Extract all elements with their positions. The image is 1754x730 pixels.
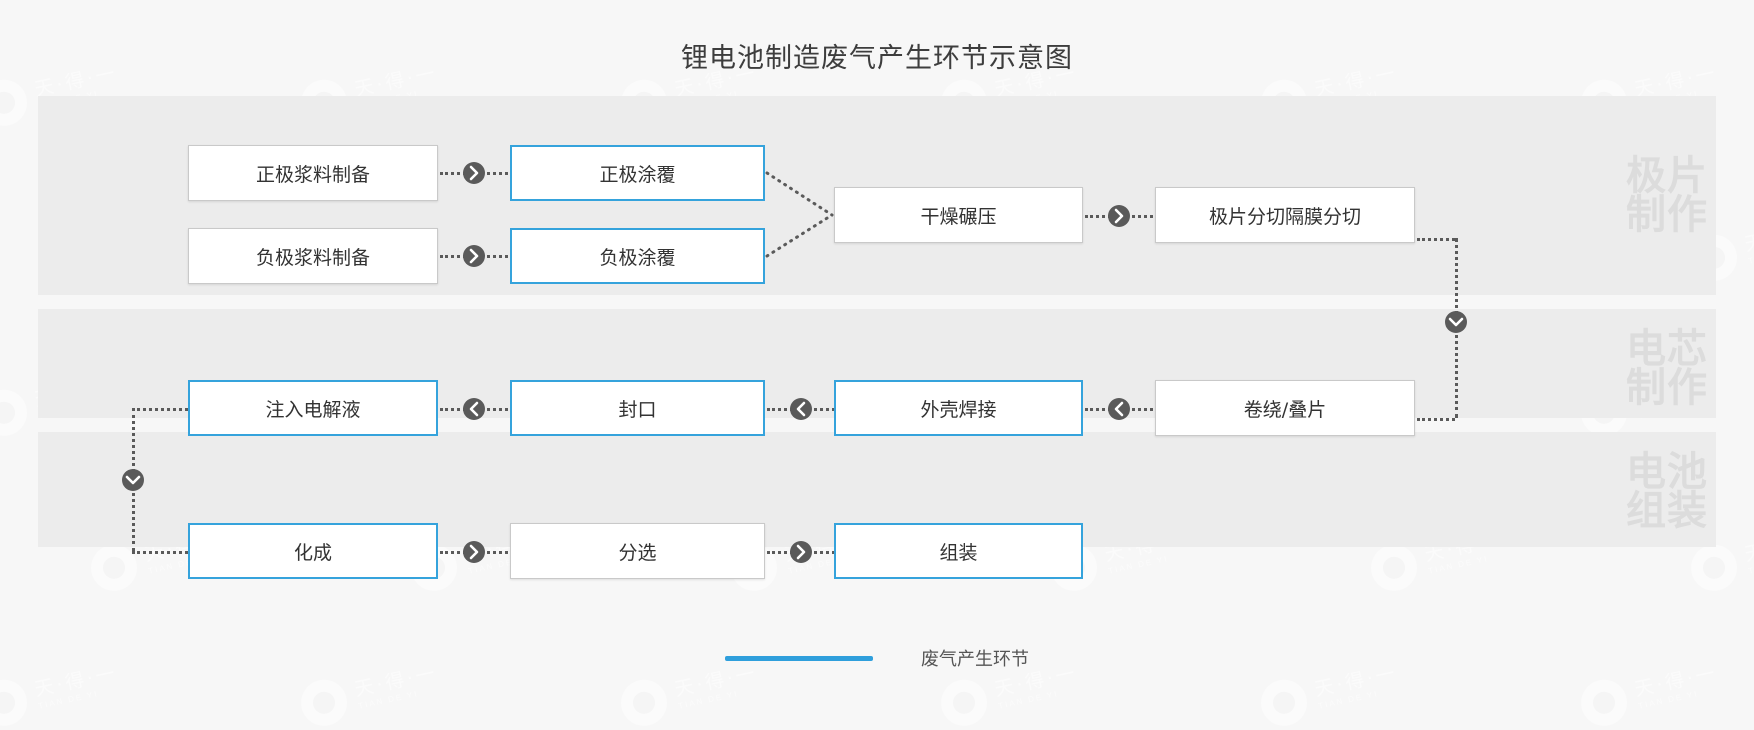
arrow-left-icon [463, 398, 485, 420]
connector-line [765, 171, 834, 217]
node-label: 卷绕/叠片 [1243, 398, 1327, 421]
node-label: 分选 [618, 541, 657, 564]
node-winding[interactable]: 卷绕/叠片 [1155, 380, 1415, 436]
watermark-logo-icon [296, 675, 352, 730]
watermark-logo-icon [1256, 675, 1312, 730]
watermark-logo-icon [0, 675, 32, 730]
page-title: 锂电池制造废气产生环节示意图 [681, 43, 1073, 74]
arrow-right-icon [463, 245, 485, 267]
node-shell-welding[interactable]: 外壳焊接 [834, 380, 1083, 436]
arrow-right-icon [463, 162, 485, 184]
arrow-left-icon [790, 398, 812, 420]
stage-label-line1: 电池 [1626, 449, 1708, 495]
node-assembly[interactable]: 组装 [834, 523, 1083, 579]
connector-line [765, 213, 834, 258]
stage-label-line2: 制作 [1626, 192, 1708, 239]
watermark-logo-icon [0, 385, 32, 441]
legend: 废气产生环节 [0, 645, 1754, 671]
node-label: 负极涂覆 [599, 246, 676, 269]
connector-line [1417, 418, 1455, 421]
stage-label-cell: 电芯 制作 [1626, 326, 1708, 412]
legend-swatch-emission [725, 655, 873, 661]
node-label: 注入电解液 [265, 398, 361, 421]
watermark-logo-icon [616, 675, 672, 730]
arrow-down-icon [1445, 311, 1467, 333]
stage-label-polepiece: 极片 制作 [1626, 153, 1708, 239]
node-sealing[interactable]: 封口 [510, 380, 765, 436]
node-cathode-slurry[interactable]: 正极浆料制备 [188, 145, 438, 201]
arrow-left-icon [1108, 398, 1130, 420]
arrow-right-icon [790, 541, 812, 563]
node-label: 正极涂覆 [599, 163, 676, 186]
stage-label-line2: 组装 [1626, 488, 1708, 535]
connector-line [1417, 238, 1455, 241]
stage-label-assembly: 电池 组装 [1626, 449, 1708, 535]
node-slitting[interactable]: 极片分切隔膜分切 [1155, 187, 1415, 243]
node-anode-slurry[interactable]: 负极浆料制备 [188, 228, 438, 284]
stage-label-line2: 制作 [1626, 365, 1708, 412]
watermark-logo-icon [1686, 540, 1742, 596]
node-sorting[interactable]: 分选 [510, 523, 765, 579]
arrow-down-icon [122, 469, 144, 491]
node-drying-rolling[interactable]: 干燥碾压 [834, 187, 1083, 243]
connector-line [132, 408, 188, 411]
arrow-right-icon [463, 541, 485, 563]
node-label: 封口 [618, 398, 657, 421]
node-cathode-coating[interactable]: 正极涂覆 [510, 145, 765, 201]
node-label: 干燥碾压 [920, 205, 997, 228]
legend-label-emission: 废气产生环节 [921, 649, 1029, 670]
watermark-logo-icon [0, 75, 32, 131]
arrow-right-icon [1108, 205, 1130, 227]
watermark-logo-icon [936, 675, 992, 730]
connector-line [132, 551, 188, 554]
node-label: 组装 [939, 541, 978, 564]
watermark-logo-icon [1576, 675, 1632, 730]
node-formation[interactable]: 化成 [188, 523, 438, 579]
node-label: 外壳焊接 [920, 398, 997, 421]
node-electrolyte[interactable]: 注入电解液 [188, 380, 438, 436]
node-label: 负极浆料制备 [255, 246, 370, 269]
watermark-logo-icon [1366, 540, 1422, 596]
node-label: 正极浆料制备 [255, 163, 370, 186]
node-label: 极片分切隔膜分切 [1208, 205, 1361, 228]
stage-label-line1: 电芯 [1626, 326, 1708, 372]
node-label: 化成 [293, 541, 332, 564]
node-anode-coating[interactable]: 负极涂覆 [510, 228, 765, 284]
stage-label-line1: 极片 [1626, 153, 1708, 199]
